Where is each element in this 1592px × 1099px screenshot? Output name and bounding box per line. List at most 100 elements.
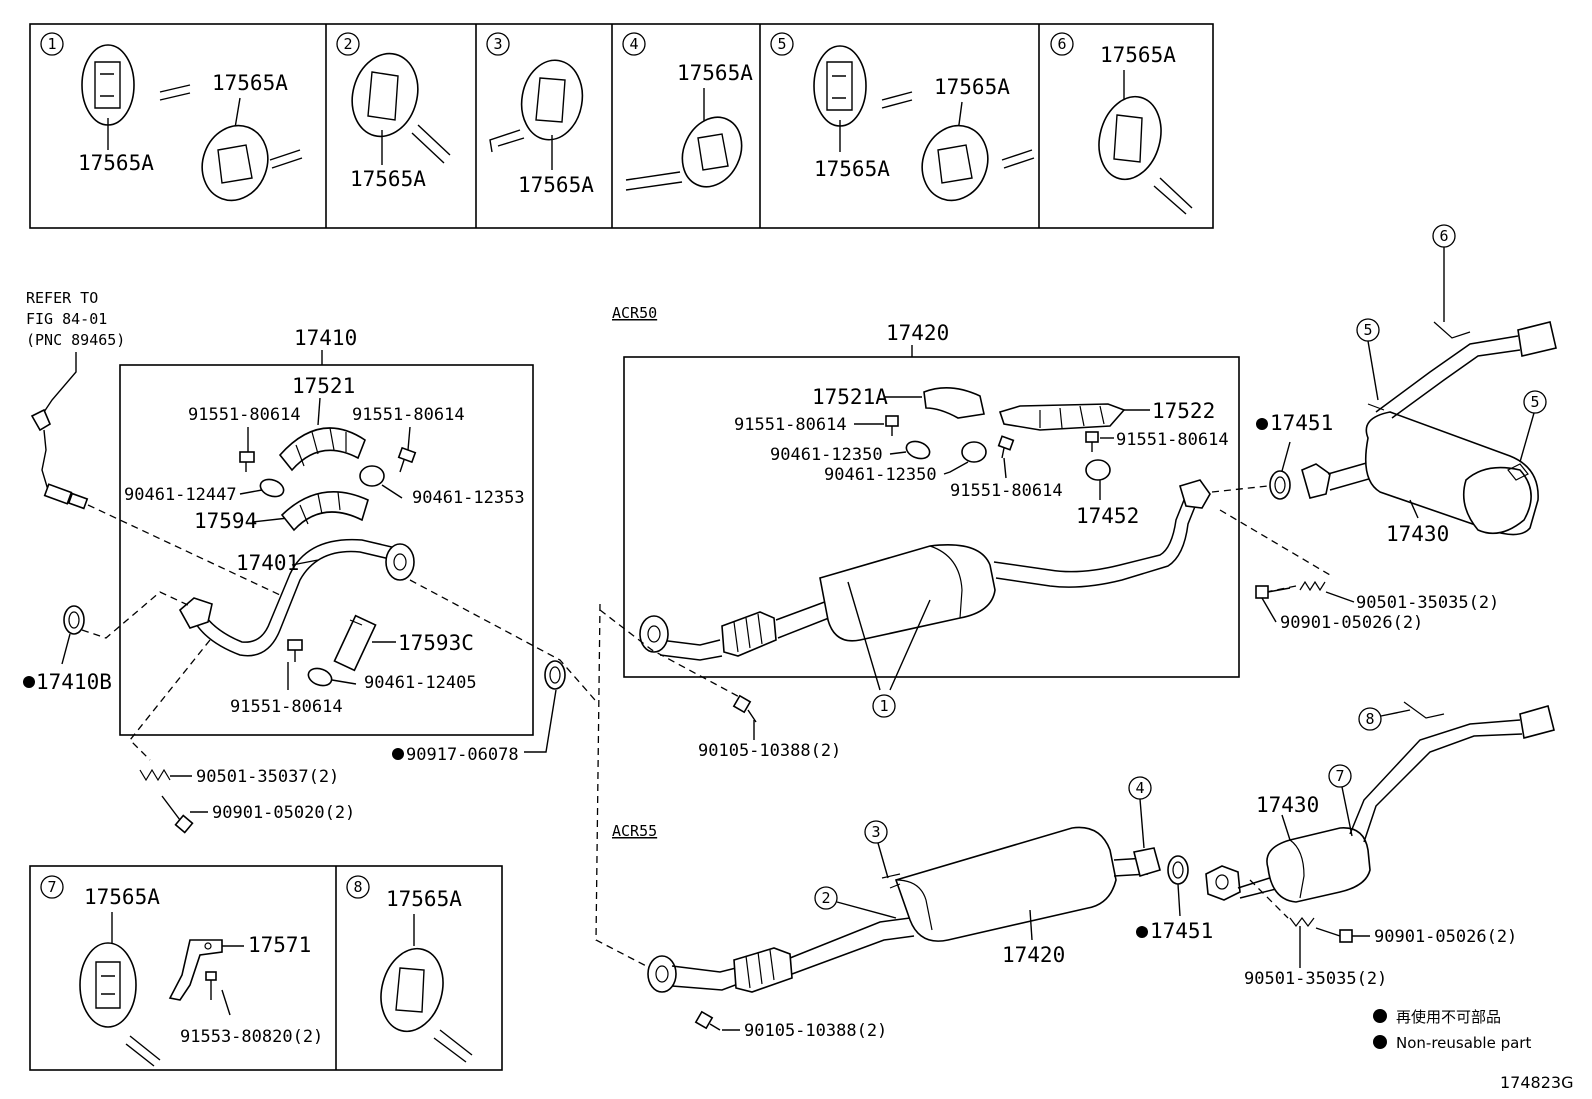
part-number: 17594 [194,509,257,533]
gasket-icon [544,660,566,690]
part-number: 90461-12350 [770,445,883,465]
refer-line1: REFER TO [26,289,98,307]
clamp-icon [905,440,931,460]
spring-icon [139,768,171,782]
front-connections: 17410B 90917-06078 90501-35037(2) 90901-… [23,504,596,834]
gasket-icon [63,605,85,635]
ref-number: 5 [1363,321,1372,339]
assy-number: 17410 [294,326,357,350]
part-number: 17565A [386,887,462,911]
refer-line3: (PNC 89465) [26,331,125,349]
part-number: 91551-80614 [734,415,847,435]
part-number: 90901-05020(2) [212,803,355,823]
panel-index: 2 [343,35,352,53]
ref-number: 8 [1365,710,1374,728]
panel-index: 4 [629,35,638,53]
part-number: 17565A [518,173,594,197]
panel-index: 1 [47,35,56,53]
rubber-hanger-icon [520,59,584,141]
center-pipe-icon [647,826,1161,993]
heat-insulator-icon [278,427,366,472]
part-number: 90461-12405 [364,673,477,693]
part-number: 17451 [1270,411,1333,435]
part-number: 90901-05026(2) [1280,613,1423,633]
bolt-icon [205,971,217,1000]
part-number: 17593C [398,631,474,655]
heat-insulator-icon [998,403,1126,431]
part-number: 17451 [1150,919,1213,943]
bolt-icon [997,435,1015,459]
ref-number: 5 [1530,393,1539,411]
ref-number: 7 [1335,767,1344,785]
gasket-icon [1167,855,1189,885]
hanger-panel-6: 6 17565A [1050,32,1193,215]
rubber-hanger-icon [81,44,135,126]
part-number: 91551-80614 [352,405,465,425]
clamp-icon [1085,459,1111,481]
part-number: 90105-10388(2) [698,741,841,761]
rubber-hanger-icon [380,947,444,1033]
panel-index: 3 [493,35,502,53]
legend-en: Non-reusable part [1396,1034,1531,1052]
part-number: 90501-35037(2) [196,767,339,787]
part-number: 17420 [1002,943,1065,967]
part-number: 17430 [1386,522,1449,546]
part-number: 91551-80614 [188,405,301,425]
part-number: 91551-80614 [1116,430,1229,450]
part-number: 90461-12447 [124,485,237,505]
part-number: 90461-12350 [824,465,937,485]
part-number: 17565A [212,71,288,95]
hanger-panel-2: 2 17565A [336,32,451,191]
front-pipe-group: 17410 17521 91551-80614 91551-80614 9046… [119,326,534,736]
heat-insulator-icon [280,491,369,532]
bolt-icon [287,639,303,662]
ref-number: 6 [1439,227,1448,245]
rubber-hanger-icon [351,52,419,138]
part-number: 90501-35035(2) [1356,593,1499,613]
variant-label: ACR55 [612,822,657,840]
acr50-group: ACR50 17420 17521A 17522 91551-80614 904… [599,224,1557,761]
rubber-hanger-icon [681,116,743,188]
bolt-icon [239,451,255,472]
bolt-icon [1085,431,1099,452]
part-number: 91551-80614 [230,697,343,717]
front-pipe-icon [178,538,415,657]
rubber-hanger-icon [1098,95,1162,181]
part-number: 17565A [1100,43,1176,67]
part-number: 17521A [812,385,888,409]
bolt-icon [161,795,194,834]
part-number: 17565A [350,167,426,191]
hanger-panel-1: 1 17565A 17565A [40,32,303,202]
bolt-icon [1255,585,1291,599]
part-number: 17401 [236,551,299,575]
part-number: 17430 [1256,793,1319,817]
rear-muffler-icon [1205,701,1555,903]
panel-index: 8 [353,878,362,896]
rubber-hanger-icon [813,45,867,127]
part-number: 90501-35035(2) [1244,969,1387,989]
part-number: 17571 [248,933,311,957]
clamp-icon [259,478,285,498]
part-number: 17565A [84,885,160,909]
rubber-hanger-icon [921,124,989,202]
part-number: 17565A [814,157,890,181]
bolt-icon [1315,927,1353,943]
assy-number: 17420 [886,321,949,345]
panel-index: 5 [777,35,786,53]
bolt-icon [885,415,899,436]
part-number: 91553-80820(2) [180,1027,323,1047]
clamp-icon [961,441,987,463]
gasket-icon [1269,470,1291,500]
hanger-panel-8: 8 17565A [346,875,473,1063]
refer-line2: FIG 84-01 [26,310,107,328]
part-number: 17565A [677,61,753,85]
part-number: 17565A [934,75,1010,99]
ref-number: 1 [879,697,888,715]
part-number: 17410B [36,670,112,694]
spring-icon [1289,917,1315,927]
hanger-panel-7: 7 17565A 17571 91553-80820(2) [40,875,323,1067]
part-number: 17521 [292,374,355,398]
spring-icon [1299,580,1326,592]
bolt-icon [397,446,417,473]
